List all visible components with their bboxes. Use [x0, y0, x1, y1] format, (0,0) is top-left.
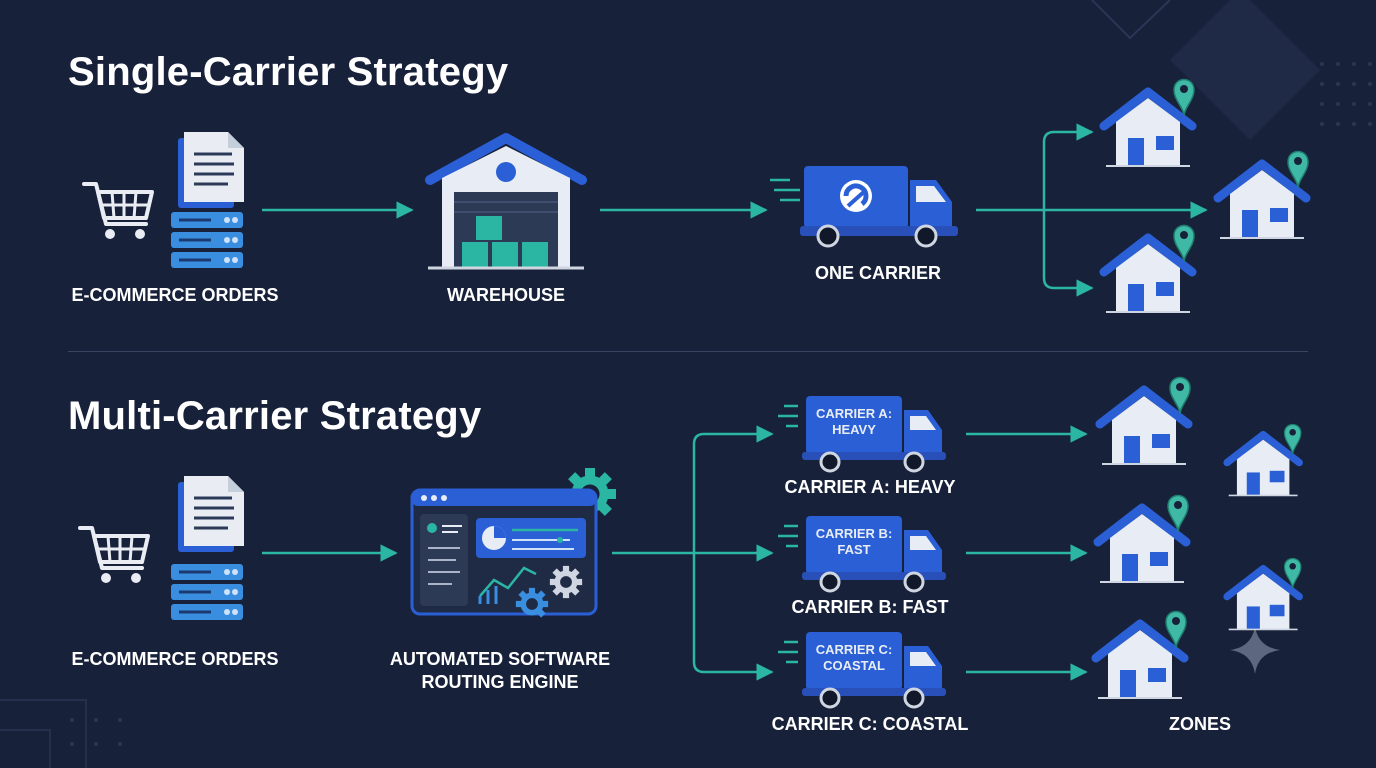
house-icon	[1096, 612, 1186, 699]
one-carrier-label: ONE CARRIER	[814, 263, 941, 283]
single-carrier-title: Single-Carrier Strategy	[68, 50, 509, 94]
single-fanout-arrows	[976, 123, 1208, 297]
multi-orders-label: E-COMMERCE ORDERS	[71, 649, 279, 669]
house-icon	[1104, 226, 1194, 313]
multi-fanout-arrows	[612, 425, 774, 681]
house-icon	[1098, 496, 1188, 583]
document-icon	[176, 474, 246, 554]
document-icon	[176, 130, 246, 210]
carrier-b-truck-text: CARRIER B:FAST	[816, 526, 893, 557]
house-icon	[1227, 424, 1301, 495]
house-icon	[1227, 558, 1301, 629]
single-orders-label: E-COMMERCE ORDERS	[71, 285, 279, 305]
carrier-a-label: CARRIER A: HEAVY	[784, 477, 956, 497]
shopping-cart-icon	[82, 182, 154, 241]
warehouse-icon	[425, 133, 587, 270]
routing-engine-icon	[410, 468, 616, 618]
carrier-a-truck-text: CARRIER A:HEAVY	[816, 406, 892, 437]
section-divider	[68, 351, 1308, 352]
multi-carrier-title: Multi-Carrier Strategy	[68, 394, 482, 438]
house-icon	[1100, 378, 1190, 465]
house-icon	[1218, 152, 1308, 239]
carrier-c-truck-text: CARRIER C:COASTAL	[816, 642, 893, 673]
carrier-c-label: CARRIER C: COASTAL	[771, 714, 969, 734]
carrier-b-label: CARRIER B: FAST	[791, 597, 949, 617]
shopping-cart-icon	[78, 526, 150, 585]
single-orders-icon-group	[82, 130, 246, 270]
zones-label: ZONES	[1168, 714, 1231, 734]
routing-engine-label-line2: ROUTING ENGINE	[421, 672, 579, 692]
server-stack-icon	[169, 210, 245, 270]
house-icon	[1104, 80, 1194, 167]
warehouse-label: WAREHOUSE	[446, 285, 565, 305]
server-stack-icon	[169, 562, 245, 622]
routing-engine-label-line1: AUTOMATED SOFTWARE	[389, 649, 611, 669]
routing-engine-label: AUTOMATED SOFTWARE ROUTING ENGINE	[370, 648, 630, 694]
one-carrier-truck-icon	[770, 166, 958, 248]
multi-orders-icon-group	[78, 474, 246, 622]
